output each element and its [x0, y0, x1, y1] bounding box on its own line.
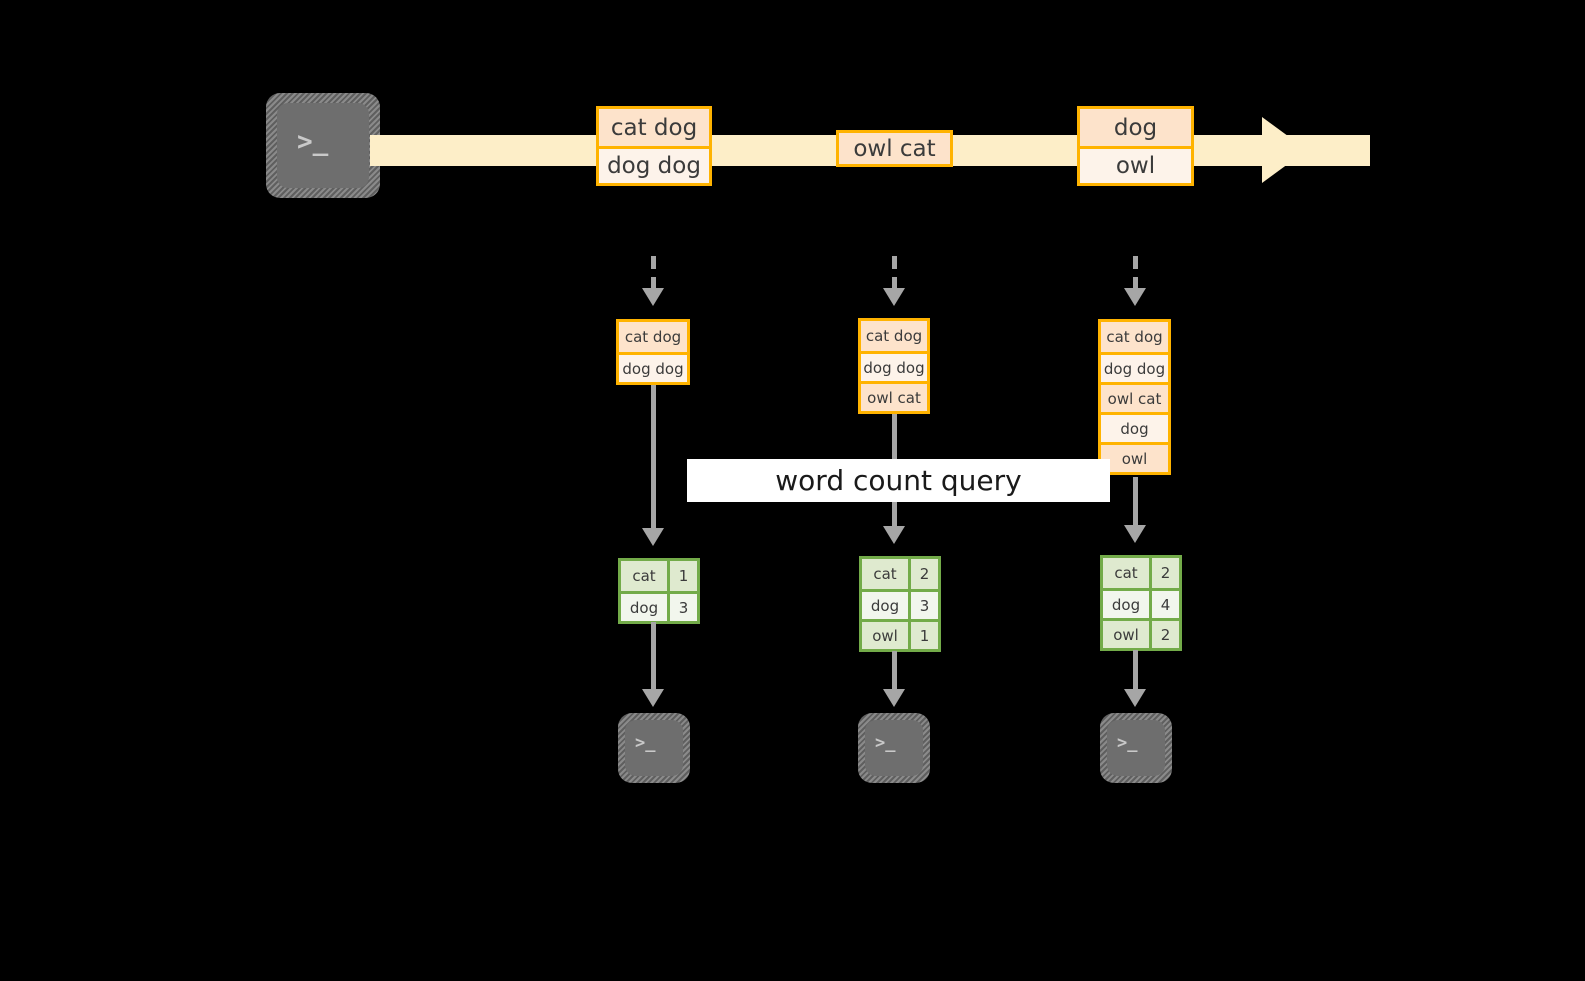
- terminal-body: [277, 103, 369, 188]
- stream-event-line: dog dog: [599, 146, 709, 183]
- terminal-body: [625, 720, 683, 776]
- result-count: 1: [908, 622, 938, 649]
- snapshot-3-sink-line: [1133, 650, 1138, 692]
- snapshot-3-accumulated-table[interactable]: cat dog dog dog owl cat dog owl: [1098, 319, 1171, 475]
- stream-event-group-3[interactable]: dog owl: [1077, 106, 1194, 186]
- snapshot-2-tap-arrowhead: [883, 288, 905, 306]
- result-row: cat 1: [621, 561, 697, 591]
- query-label: word count query: [687, 459, 1110, 502]
- terminal-prompt-glyph: >_: [1117, 733, 1138, 753]
- accumulated-line: cat dog: [619, 322, 687, 352]
- snapshot-1-tap-line: [651, 256, 656, 292]
- result-word: dog: [1103, 591, 1149, 618]
- snapshot-3-sink-arrowhead: [1124, 689, 1146, 707]
- result-word: owl: [862, 622, 908, 649]
- snapshot-3-tap-arrowhead: [1124, 288, 1146, 306]
- snapshot-2-sink-arrowhead: [883, 689, 905, 707]
- result-row: dog 4: [1103, 588, 1179, 618]
- result-row: dog 3: [862, 589, 938, 619]
- stream-event-group-2[interactable]: owl cat: [836, 130, 953, 167]
- snapshot-1-result-table[interactable]: cat 1 dog 3: [618, 558, 700, 624]
- terminal-body: [865, 720, 923, 776]
- result-word: dog: [862, 592, 908, 619]
- result-word: cat: [862, 559, 908, 589]
- terminal-prompt-glyph: >_: [875, 733, 896, 753]
- result-row: dog 3: [621, 591, 697, 621]
- result-count: 2: [908, 559, 938, 589]
- accumulated-line: owl cat: [1101, 382, 1168, 412]
- result-count: 2: [1149, 621, 1179, 648]
- snapshot-2-query-arrowhead: [883, 526, 905, 544]
- result-count: 1: [667, 561, 697, 591]
- result-row: cat 2: [862, 559, 938, 589]
- result-count: 3: [667, 594, 697, 621]
- result-count: 4: [1149, 591, 1179, 618]
- snapshot-1-query-arrowhead: [642, 528, 664, 546]
- snapshot-1-sink-arrowhead: [642, 689, 664, 707]
- snapshot-3-query-line: [1133, 477, 1138, 529]
- snapshot-3-sink-terminal-icon: >_: [1100, 713, 1172, 783]
- snapshot-2-sink-line: [892, 651, 897, 692]
- accumulated-line: dog dog: [619, 352, 687, 382]
- result-word: cat: [1103, 558, 1149, 588]
- snapshot-1-sink-line: [651, 622, 656, 692]
- result-word: dog: [621, 594, 667, 621]
- accumulated-line: dog dog: [1101, 352, 1168, 382]
- result-word: owl: [1103, 621, 1149, 648]
- stream-event-group-1[interactable]: cat dog dog dog: [596, 106, 712, 186]
- snapshot-2-result-table[interactable]: cat 2 dog 3 owl 1: [859, 556, 941, 652]
- terminal-prompt-glyph: >_: [297, 127, 329, 157]
- stream-event-line: owl: [1080, 146, 1191, 183]
- result-count: 3: [908, 592, 938, 619]
- source-terminal-icon: >_: [266, 93, 380, 198]
- terminal-prompt-glyph: >_: [635, 733, 656, 753]
- snapshot-1-query-line: [651, 385, 656, 531]
- snapshot-1-sink-terminal-icon: >_: [618, 713, 690, 783]
- snapshot-3-result-table[interactable]: cat 2 dog 4 owl 2: [1100, 555, 1182, 651]
- snapshot-1-tap-arrowhead: [642, 288, 664, 306]
- snapshot-1-accumulated-table[interactable]: cat dog dog dog: [616, 319, 690, 385]
- result-row: owl 1: [862, 619, 938, 649]
- accumulated-line: dog: [1101, 412, 1168, 442]
- snapshot-3-tap-line: [1133, 256, 1138, 292]
- accumulated-line: dog dog: [861, 351, 927, 381]
- snapshot-3-query-arrowhead: [1124, 525, 1146, 543]
- stream-event-line: owl cat: [839, 133, 950, 164]
- accumulated-line: cat dog: [1101, 322, 1168, 352]
- terminal-body: [1107, 720, 1165, 776]
- result-row: cat 2: [1103, 558, 1179, 588]
- stream-event-line: cat dog: [599, 109, 709, 146]
- result-row: owl 2: [1103, 618, 1179, 648]
- snapshot-2-sink-terminal-icon: >_: [858, 713, 930, 783]
- accumulated-line: owl cat: [861, 381, 927, 411]
- accumulated-line: cat dog: [861, 321, 927, 351]
- stream-arrowhead: [1262, 117, 1307, 183]
- result-count: 2: [1149, 558, 1179, 588]
- snapshot-2-tap-line: [892, 256, 897, 292]
- result-word: cat: [621, 561, 667, 591]
- stream-event-line: dog: [1080, 109, 1191, 146]
- snapshot-2-accumulated-table[interactable]: cat dog dog dog owl cat: [858, 318, 930, 414]
- accumulated-line: owl: [1101, 442, 1168, 472]
